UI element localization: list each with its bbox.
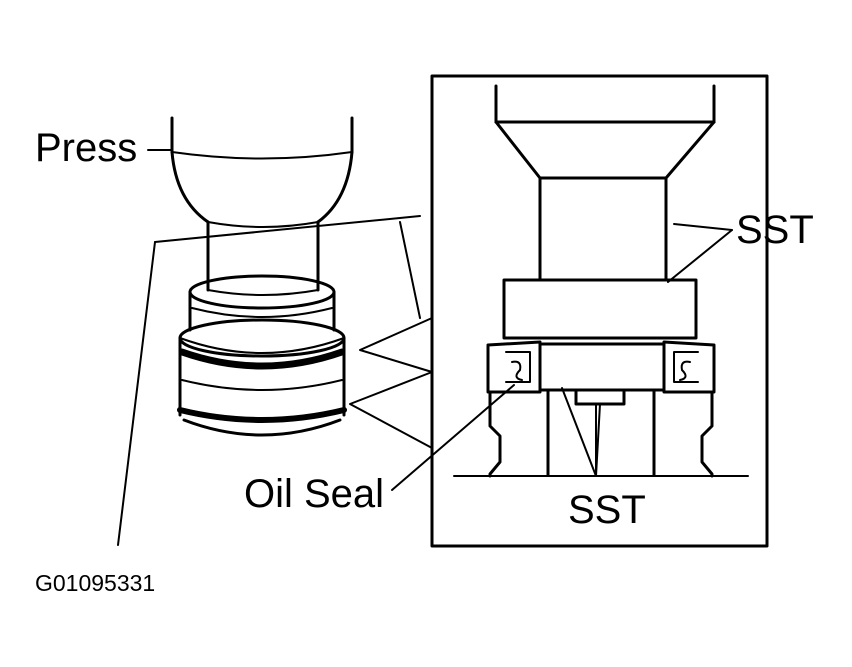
sst-block <box>504 280 696 338</box>
figure-code: G01095331 <box>35 570 156 596</box>
press-label: Press <box>35 126 138 170</box>
leader-lines <box>148 150 732 490</box>
inset-press-tool <box>496 86 714 280</box>
callout-pointer <box>350 318 432 448</box>
housing-with-oil-seal <box>180 276 344 435</box>
work-surface <box>118 216 420 545</box>
press-tool <box>172 118 352 295</box>
inset-frame <box>432 76 767 546</box>
inset-oil-seal-seat <box>454 342 748 476</box>
sst-top-label: SST <box>736 208 814 252</box>
sst-bottom-label: SST <box>568 488 646 532</box>
oil-seal-label: Oil Seal <box>244 472 385 516</box>
